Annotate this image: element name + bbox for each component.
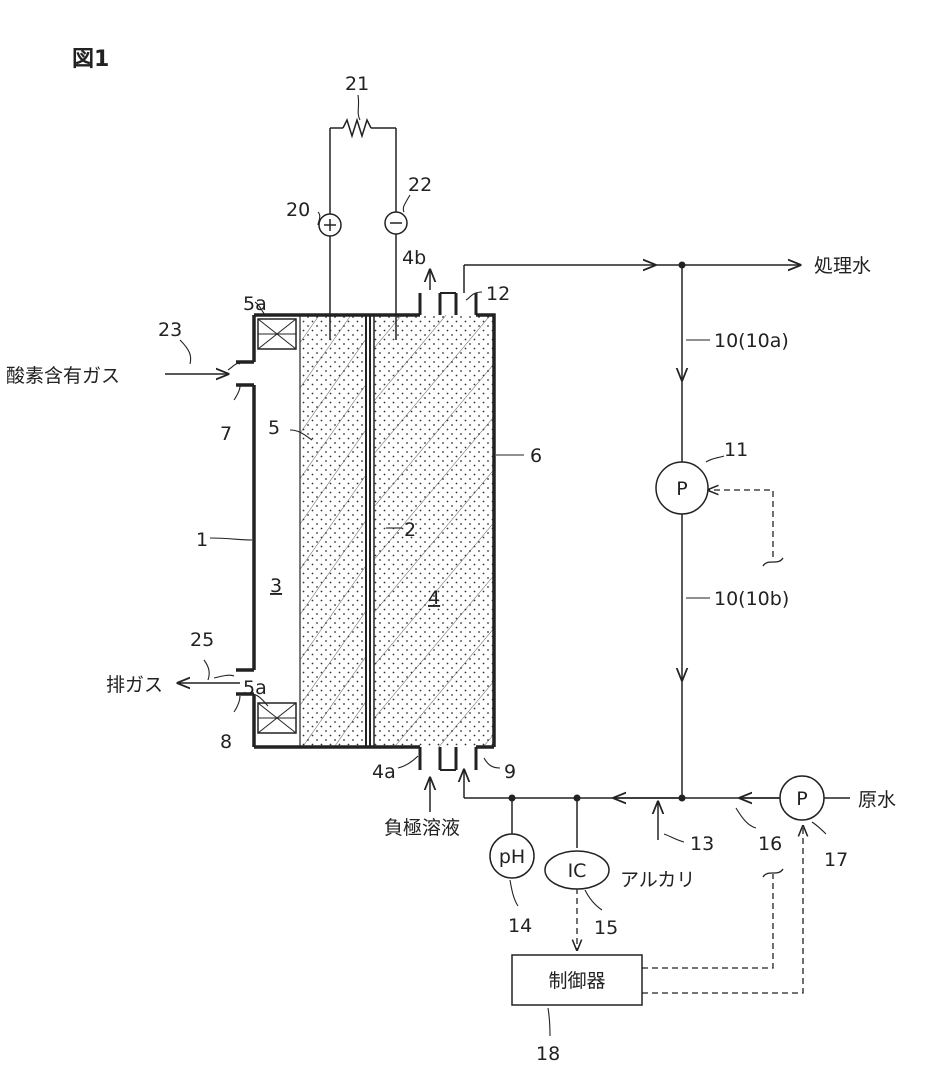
ref-8: 8 <box>220 731 232 753</box>
pump-17: P <box>780 776 824 820</box>
pump-11: P <box>656 462 708 514</box>
ic-sensor-15: IC <box>545 851 609 889</box>
negative-terminal <box>385 212 407 234</box>
junction-dots <box>509 262 686 802</box>
ref-5a-bottom: 5a <box>243 677 267 699</box>
ref-25: 25 <box>190 629 214 651</box>
ref-9: 9 <box>504 761 516 783</box>
ref-1: 1 <box>196 529 208 551</box>
ref-3: 3 <box>270 575 282 597</box>
ref-13: 13 <box>690 833 714 855</box>
ref-14: 14 <box>508 915 532 937</box>
leader-lines <box>180 95 826 1036</box>
ref-18: 18 <box>536 1043 560 1065</box>
ph-sensor-14: pH <box>490 834 534 878</box>
ref-21: 21 <box>345 73 369 95</box>
ref-11: 11 <box>724 439 748 461</box>
controller-label: 制御器 <box>548 970 605 992</box>
ref-5a-top: 5a <box>243 293 267 315</box>
ref-16: 16 <box>758 833 782 855</box>
ref-15: 15 <box>594 917 618 939</box>
ref-22: 22 <box>408 174 432 196</box>
ref-4b: 4b <box>402 247 426 269</box>
ref-17: 17 <box>824 849 848 871</box>
alkali-label: アルカリ <box>620 869 695 891</box>
pump-symbol: P <box>676 478 687 500</box>
ref-10b: 10(10b) <box>714 588 789 610</box>
ref-12: 12 <box>486 283 510 305</box>
anode-solution-label: 負極溶液 <box>384 817 460 839</box>
ref-6: 6 <box>530 445 542 467</box>
fuel-cell-body <box>236 293 494 770</box>
raw-water-label: 原水 <box>858 789 896 811</box>
controller-18: 制御器 <box>512 955 642 1005</box>
ref-20: 20 <box>286 199 310 221</box>
ref-5: 5 <box>268 417 280 439</box>
ref-10a: 10(10a) <box>714 330 789 352</box>
ref-2: 2 <box>404 519 416 541</box>
ic-symbol: IC <box>568 860 587 882</box>
positive-terminal <box>319 214 341 236</box>
reference-numbers: 21 20 22 4b 12 5a 23 7 5 6 2 1 3 4 25 5a… <box>158 73 848 1065</box>
figure-title: 図1 <box>72 47 109 72</box>
ph-symbol: pH <box>499 846 525 868</box>
exhaust-gas-label: 排ガス <box>106 674 163 696</box>
ref-4: 4 <box>428 587 440 609</box>
oxygen-gas-label: 酸素含有ガス <box>6 365 120 387</box>
ref-4a: 4a <box>372 761 396 783</box>
ref-23: 23 <box>158 319 182 341</box>
treated-water-label: 処理水 <box>814 255 871 277</box>
pump-symbol: P <box>796 788 807 810</box>
ref-7: 7 <box>220 423 232 445</box>
